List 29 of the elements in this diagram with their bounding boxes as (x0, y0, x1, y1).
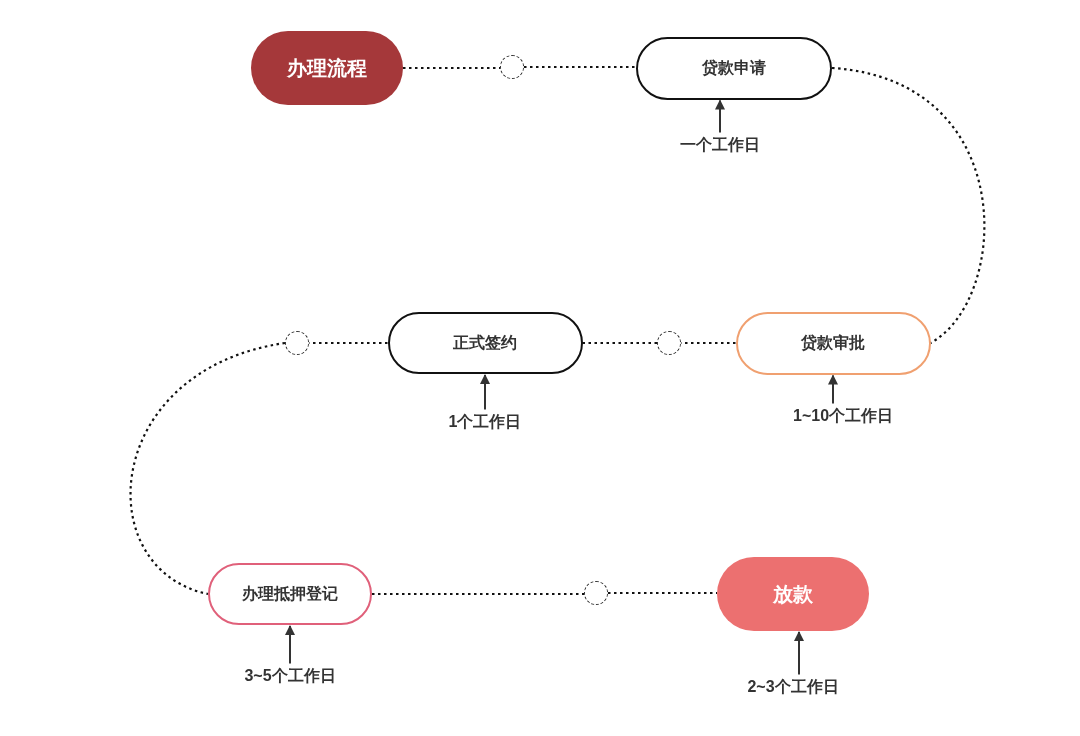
arrow (715, 99, 725, 134)
duration-label: 3~5个工作日 (244, 665, 336, 687)
dotted-connector (309, 341, 388, 345)
dotted-connector (524, 65, 636, 69)
dashed-circle (500, 55, 524, 79)
arrow (285, 625, 295, 665)
dotted-connector (681, 341, 736, 345)
dashed-circle (584, 581, 608, 605)
dashed-circle (285, 331, 309, 355)
arrow (480, 374, 490, 411)
start-box: 办理流程 (251, 31, 403, 105)
duration-label: 2~3个工作日 (747, 676, 839, 698)
arrow (794, 631, 804, 676)
dotted-connector (831, 66, 986, 344)
dotted-connector (582, 341, 657, 345)
process-box: 正式签约 (387, 312, 583, 374)
duration-label: 一个工作日 (680, 134, 760, 156)
dotted-connector (372, 592, 584, 596)
process-box: 办理抵押登记 (208, 563, 372, 625)
end-box: 放款 (717, 557, 869, 631)
duration-label: 1个工作日 (448, 411, 522, 433)
dotted-connector (403, 66, 500, 70)
dotted-connector (608, 591, 717, 595)
arrow (828, 374, 838, 405)
duration-label: 1~10个工作日 (793, 405, 893, 427)
process-box: 贷款申请 (636, 36, 832, 100)
dashed-circle (657, 331, 681, 355)
process-box: 贷款审批 (735, 311, 931, 375)
dotted-connector (129, 341, 286, 596)
